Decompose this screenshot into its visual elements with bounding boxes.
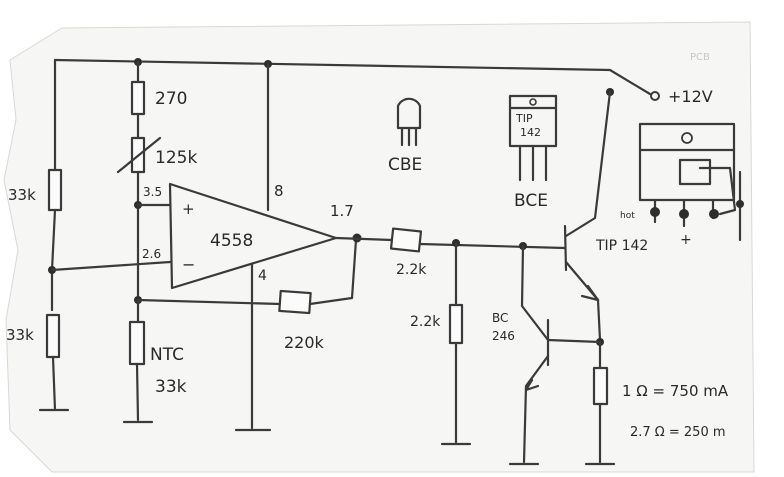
label-note-2-7ohm: 2.7 Ω = 250 m bbox=[630, 425, 726, 440]
label-125k: 125k bbox=[155, 148, 197, 168]
label-bc-line1: BC bbox=[492, 311, 508, 325]
label-ntc: NTC bbox=[150, 345, 184, 365]
divider-string bbox=[38, 58, 172, 412]
label-pin-minus-voltage: 2.6 bbox=[142, 247, 161, 261]
opamp-4558 bbox=[168, 62, 338, 432]
pcb-sketch bbox=[638, 122, 744, 242]
resistor-33k-top bbox=[47, 168, 63, 212]
label-2-2k-shunt: 2.2k bbox=[410, 314, 441, 330]
label-bc-line2: 246 bbox=[492, 329, 515, 343]
paper-background bbox=[3, 21, 755, 473]
label-to220-pins: BCE bbox=[514, 191, 548, 211]
resistor-270 bbox=[130, 80, 146, 116]
label-to220-number: 142 bbox=[520, 126, 541, 139]
resistor-sense bbox=[592, 366, 609, 406]
thermistor-ntc bbox=[128, 320, 146, 366]
to92-package bbox=[396, 97, 422, 147]
label-ntc-value: 33k bbox=[155, 377, 187, 397]
to220-package bbox=[508, 94, 558, 182]
label-220k: 220k bbox=[284, 333, 325, 352]
label-33k-bottom: 33k bbox=[6, 326, 34, 344]
resistor-2-2k-series bbox=[389, 227, 423, 253]
label-pcb-faint: PCB bbox=[690, 52, 710, 63]
label-pcb-note: hot bbox=[620, 211, 635, 221]
pot-arrow bbox=[116, 136, 162, 174]
resistor-220k bbox=[278, 289, 312, 315]
label-tip142: TIP 142 bbox=[595, 238, 648, 254]
label-to92-pins: CBE bbox=[388, 155, 422, 175]
label-tip142-plus: + bbox=[680, 232, 692, 248]
label-output-voltage: 1.7 bbox=[330, 202, 354, 220]
transistor-tip142 bbox=[563, 90, 612, 346]
label-2-2k-series: 2.2k bbox=[396, 262, 427, 278]
resistor-33k-bottom bbox=[45, 313, 61, 359]
label-opamp: 4558 bbox=[210, 231, 253, 251]
label-note-1ohm: 1 Ω = 750 mA bbox=[622, 382, 729, 400]
sense-resistor bbox=[584, 340, 616, 466]
label-pin-plus: + bbox=[182, 200, 195, 218]
transistor-bc bbox=[508, 318, 602, 466]
output-network bbox=[334, 227, 567, 446]
resistor-2-2k-shunt bbox=[448, 303, 464, 345]
reference-string bbox=[116, 60, 172, 424]
label-to220-tip: TIP bbox=[515, 112, 533, 125]
label-pin-minus: − bbox=[182, 255, 195, 274]
label-pin-plus-voltage: 3.5 bbox=[143, 185, 162, 199]
label-33k-top: 33k bbox=[8, 186, 36, 204]
label-270: 270 bbox=[155, 89, 187, 109]
feedback-network bbox=[136, 233, 362, 315]
label-pin8: 8 bbox=[274, 182, 284, 200]
label-supply: +12V bbox=[668, 87, 713, 106]
label-pin4: 4 bbox=[258, 268, 267, 284]
